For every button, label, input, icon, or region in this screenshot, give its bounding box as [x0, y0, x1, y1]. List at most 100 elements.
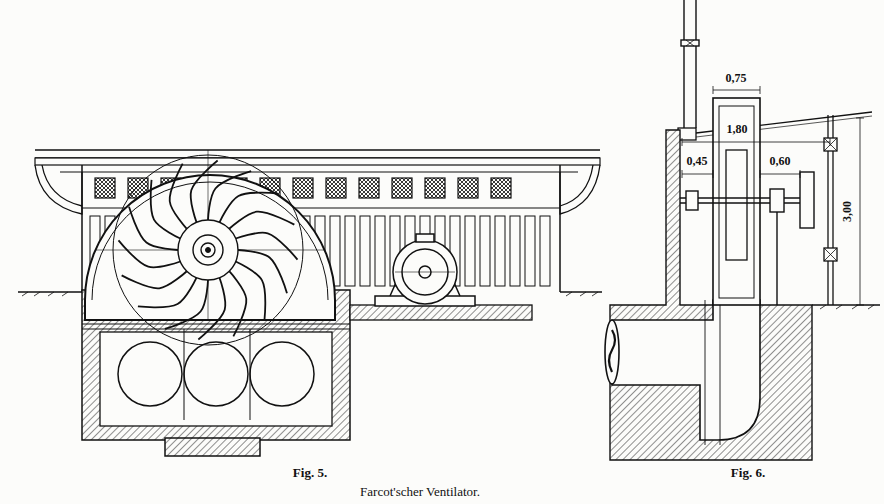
impeller-blades — [129, 207, 178, 250]
electric-motor — [375, 234, 475, 306]
impeller-hub — [201, 243, 215, 257]
wall-line — [81, 165, 83, 292]
dimension-lines — [760, 170, 800, 178]
tall-windows — [360, 216, 370, 286]
dimension-label: 0,60 — [768, 155, 793, 168]
fan-housing — [85, 175, 335, 320]
impeller-hub — [178, 220, 238, 280]
impeller-blades — [119, 161, 298, 340]
wall-line — [559, 165, 561, 292]
dimension-lines — [713, 90, 760, 91]
electric-motor — [416, 234, 434, 242]
dimension-lines — [860, 118, 861, 305]
tall-windows — [345, 216, 355, 286]
dimension-lines — [682, 170, 713, 178]
dimension-label: 0,75 — [724, 72, 749, 85]
air-duct-circle — [250, 329, 251, 420]
shaft-and-pulley — [770, 189, 784, 212]
shaft-and-pulley — [680, 202, 812, 203]
roof-bracket — [35, 165, 82, 214]
impeller-blades — [236, 233, 298, 260]
foundation-section — [812, 304, 880, 305]
foundation — [165, 438, 260, 456]
dimension-label: 3,00 — [840, 200, 853, 225]
roof-railing — [35, 149, 600, 151]
impeller-blades — [122, 271, 187, 288]
roof-bracket — [560, 165, 593, 206]
fan-wheel-section — [713, 98, 760, 305]
fan-wheel-section — [719, 106, 754, 298]
shaft-and-pulley — [680, 172, 814, 305]
duct-elbow — [609, 330, 615, 372]
dimension-label: 1,80 — [725, 123, 750, 136]
fan-housing — [85, 150, 335, 345]
tall-windows — [480, 216, 490, 286]
water-pipe — [824, 138, 837, 151]
foundation — [350, 305, 532, 320]
exhaust-pipe — [683, 0, 684, 128]
figure-number: Fig. 5. — [291, 466, 329, 480]
air-duct-circle — [118, 342, 182, 406]
roof-line — [678, 112, 872, 140]
tall-windows — [495, 216, 505, 286]
foundation-section — [610, 130, 812, 460]
tall-windows — [540, 216, 550, 286]
dimension-lines — [682, 138, 830, 146]
shaft-and-pulley — [686, 191, 698, 210]
duct-elbow — [705, 300, 706, 445]
impeller-blades — [219, 193, 278, 223]
clerestory-windows — [95, 178, 115, 198]
air-duct-circle — [184, 342, 248, 406]
air-duct-circle — [250, 342, 314, 406]
dimension-label: 0,45 — [685, 155, 710, 168]
roof-bracket — [42, 165, 82, 206]
impeller-hub — [178, 220, 238, 280]
clerestory-windows — [293, 178, 313, 198]
clerestory-windows — [359, 178, 379, 198]
roof-railing — [35, 158, 600, 165]
impeller-hub — [193, 235, 223, 265]
roof-bracket — [560, 165, 600, 214]
water-pipe — [824, 248, 837, 261]
exhaust-pipe — [686, 40, 694, 46]
air-duct-circle — [184, 329, 185, 420]
air-duct-circle — [118, 329, 314, 420]
tall-windows — [375, 216, 385, 286]
clerestory-windows — [491, 178, 511, 198]
shaft-and-pulley — [680, 197, 812, 198]
shaft-and-pulley — [776, 212, 777, 305]
fan-wheel-section — [713, 98, 760, 305]
fig5-front-view — [18, 150, 602, 456]
electric-motor — [393, 240, 457, 304]
impeller-blades — [208, 171, 251, 220]
impeller-blades — [229, 212, 294, 229]
impeller-blades — [236, 261, 266, 320]
duct-elbow — [720, 300, 721, 445]
impeller-blades — [170, 164, 187, 229]
figure-number: Fig. 6. — [729, 466, 767, 480]
ground-line — [560, 291, 602, 292]
foundation — [82, 328, 350, 329]
roof-bracket — [35, 165, 600, 214]
roof-railing — [60, 171, 578, 172]
duct-elbow — [612, 300, 760, 440]
clerestory-windows — [425, 178, 445, 198]
exhaust-pipe — [681, 40, 699, 46]
impeller-blades — [238, 250, 287, 293]
electric-motor — [395, 272, 455, 273]
duct-elbow — [605, 300, 760, 445]
water-pipe — [824, 248, 837, 261]
clerestory-windows — [458, 178, 478, 198]
fig6-section-view — [605, 0, 880, 460]
impeller-blades — [138, 278, 197, 308]
exhaust-pipe — [695, 0, 696, 128]
dimension-lines — [682, 86, 864, 305]
tall-windows — [525, 216, 535, 286]
shaft-and-pulley — [800, 172, 814, 228]
dimension-lines — [856, 118, 864, 305]
clerestory-windows — [392, 178, 412, 198]
dimension-lines — [682, 174, 713, 175]
